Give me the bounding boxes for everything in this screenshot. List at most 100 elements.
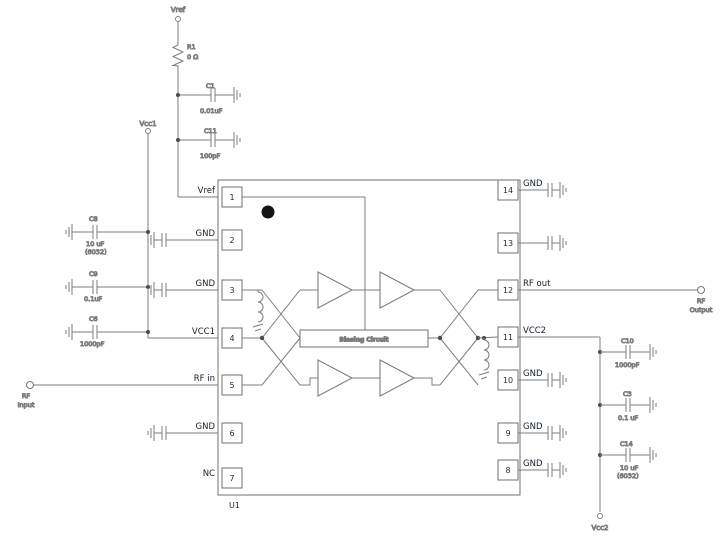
ic-internals: Biasing Circuit <box>242 196 499 397</box>
pin-7: 7 NC <box>203 467 243 489</box>
ground-symbol <box>649 396 657 414</box>
c14-ref-label: C14 <box>620 440 633 448</box>
pin-number: 8 <box>505 466 510 475</box>
pin-4: 4 VCC1 <box>192 327 243 349</box>
pin-8: 8 GND <box>497 459 543 481</box>
pin-3: 3 GND <box>196 279 243 301</box>
pin-9: 9 GND <box>497 422 543 444</box>
rf-input-port: RF Input <box>17 380 222 410</box>
c1-value-label: 0.01uF <box>200 107 223 115</box>
rf-output-label-2: Output <box>690 306 713 314</box>
power-symbol <box>145 128 151 134</box>
c9-value-label: 0.1uF <box>84 295 102 303</box>
pin-net-label: GND <box>523 459 543 469</box>
biasing-circuit-label: Biasing Circuit <box>339 337 388 344</box>
capacitor-symbol <box>539 372 561 388</box>
ic-refdes-label: U1 <box>229 501 240 510</box>
pin-box <box>221 422 243 444</box>
amplifier-symbol <box>317 359 354 397</box>
pin-13: 13 <box>497 232 519 254</box>
pin-box <box>221 374 243 396</box>
pin-number: 7 <box>229 474 234 483</box>
pin-net-label: GND <box>196 422 216 432</box>
ic-pins: 1 Vref 2 GND 3 GND 4 VCC1 5 RF in 6 GND <box>192 179 551 489</box>
ground-symbol <box>65 323 73 341</box>
capacitor-symbol <box>539 235 561 251</box>
pin-box <box>221 229 243 251</box>
pin-2: 2 GND <box>196 229 243 251</box>
vcc1-supply-label: Vcc1 <box>140 120 157 128</box>
pin-number: 13 <box>503 239 513 248</box>
pin-number: 9 <box>505 429 510 438</box>
pin-5: 5 RF in <box>194 374 243 396</box>
resistor-symbol <box>171 42 185 68</box>
pin-net-label: NC <box>203 469 215 479</box>
rf-output-label-1: RF <box>697 297 706 305</box>
pin-net-label: Vref <box>198 186 216 196</box>
capacitor-symbol <box>202 132 224 148</box>
pin-net-label: GND <box>196 279 216 289</box>
r1-value-label: 0 Ω <box>187 53 198 61</box>
capacitor-symbol <box>539 462 561 478</box>
rf-output-port: RF Output <box>518 285 713 315</box>
c14-pkg-label: (6032) <box>617 472 639 480</box>
pin-number: 12 <box>503 286 513 295</box>
pin-net-label: GND <box>523 369 543 379</box>
ground-symbol <box>649 446 657 464</box>
ground-symbol <box>559 424 567 442</box>
ground-symbol <box>233 86 241 104</box>
pin-net-label: GND <box>523 422 543 432</box>
ground-symbol <box>559 461 567 479</box>
c10-ref-label: C10 <box>621 337 634 345</box>
c6-value-label: 1000pF <box>80 340 105 348</box>
pin-number: 4 <box>229 334 234 343</box>
power-symbol <box>175 16 181 22</box>
c8-pkg-label: (6032) <box>85 248 107 256</box>
amplifier-symbol <box>317 271 354 309</box>
pin-number: 10 <box>503 376 513 385</box>
pin-number: 5 <box>229 381 234 390</box>
pin-number: 14 <box>503 186 513 195</box>
right-gnd-decoupling <box>518 181 567 479</box>
pin-12: 12 RF out <box>497 279 551 301</box>
rf-input-label-1: RF <box>22 392 31 400</box>
pin-number: 1 <box>229 193 234 202</box>
pin-6: 6 GND <box>196 422 243 444</box>
pin-1: 1 Vref <box>198 186 243 208</box>
pin-net-label: VCC2 <box>523 326 546 336</box>
ground-symbol <box>147 281 155 299</box>
capacitor-symbol <box>539 182 561 198</box>
capacitor-symbol <box>153 232 175 248</box>
c3-value-label: 0.1 uF <box>618 414 639 422</box>
c8-value-label: 10 uF <box>86 240 104 248</box>
vcc1-supply-branch: Vcc1 C8 10 uF (6032) C9 0.1uF C6 1000pF <box>65 120 222 349</box>
c8-ref-label: C8 <box>89 215 98 223</box>
rf-input-label-2: Input <box>18 401 35 409</box>
left-gnd-decoupling <box>147 231 222 442</box>
capacitor-symbol <box>84 279 106 295</box>
ground-symbol <box>147 424 155 442</box>
c11-ref-label: C11 <box>204 127 217 135</box>
c14-value-label: 10 uF <box>620 464 638 472</box>
pin-net-label: VCC1 <box>192 327 215 337</box>
capacitor-symbol <box>617 344 639 360</box>
ground-symbol <box>649 343 657 361</box>
capacitor-symbol <box>84 224 106 240</box>
pin-net-label: RF in <box>194 374 215 384</box>
pin-net-label: GND <box>196 229 216 239</box>
vref-supply-label: Vref <box>171 6 186 14</box>
pin-box <box>221 327 243 349</box>
pin-box <box>221 279 243 301</box>
pin-box <box>221 186 243 208</box>
pin-net-label: GND <box>523 179 543 189</box>
pin-number: 11 <box>503 333 513 342</box>
vref-supply-branch: Vref R1 0 Ω C1 0.01uF C11 100pF <box>170 6 241 198</box>
ground-symbol <box>65 278 73 296</box>
capacitor-symbol <box>617 397 639 413</box>
ground-symbol <box>233 131 241 149</box>
pin-number: 3 <box>229 286 234 295</box>
capacitor-symbol <box>153 282 175 298</box>
capacitor-symbol <box>539 425 561 441</box>
c1-ref-label: C1 <box>206 82 215 90</box>
